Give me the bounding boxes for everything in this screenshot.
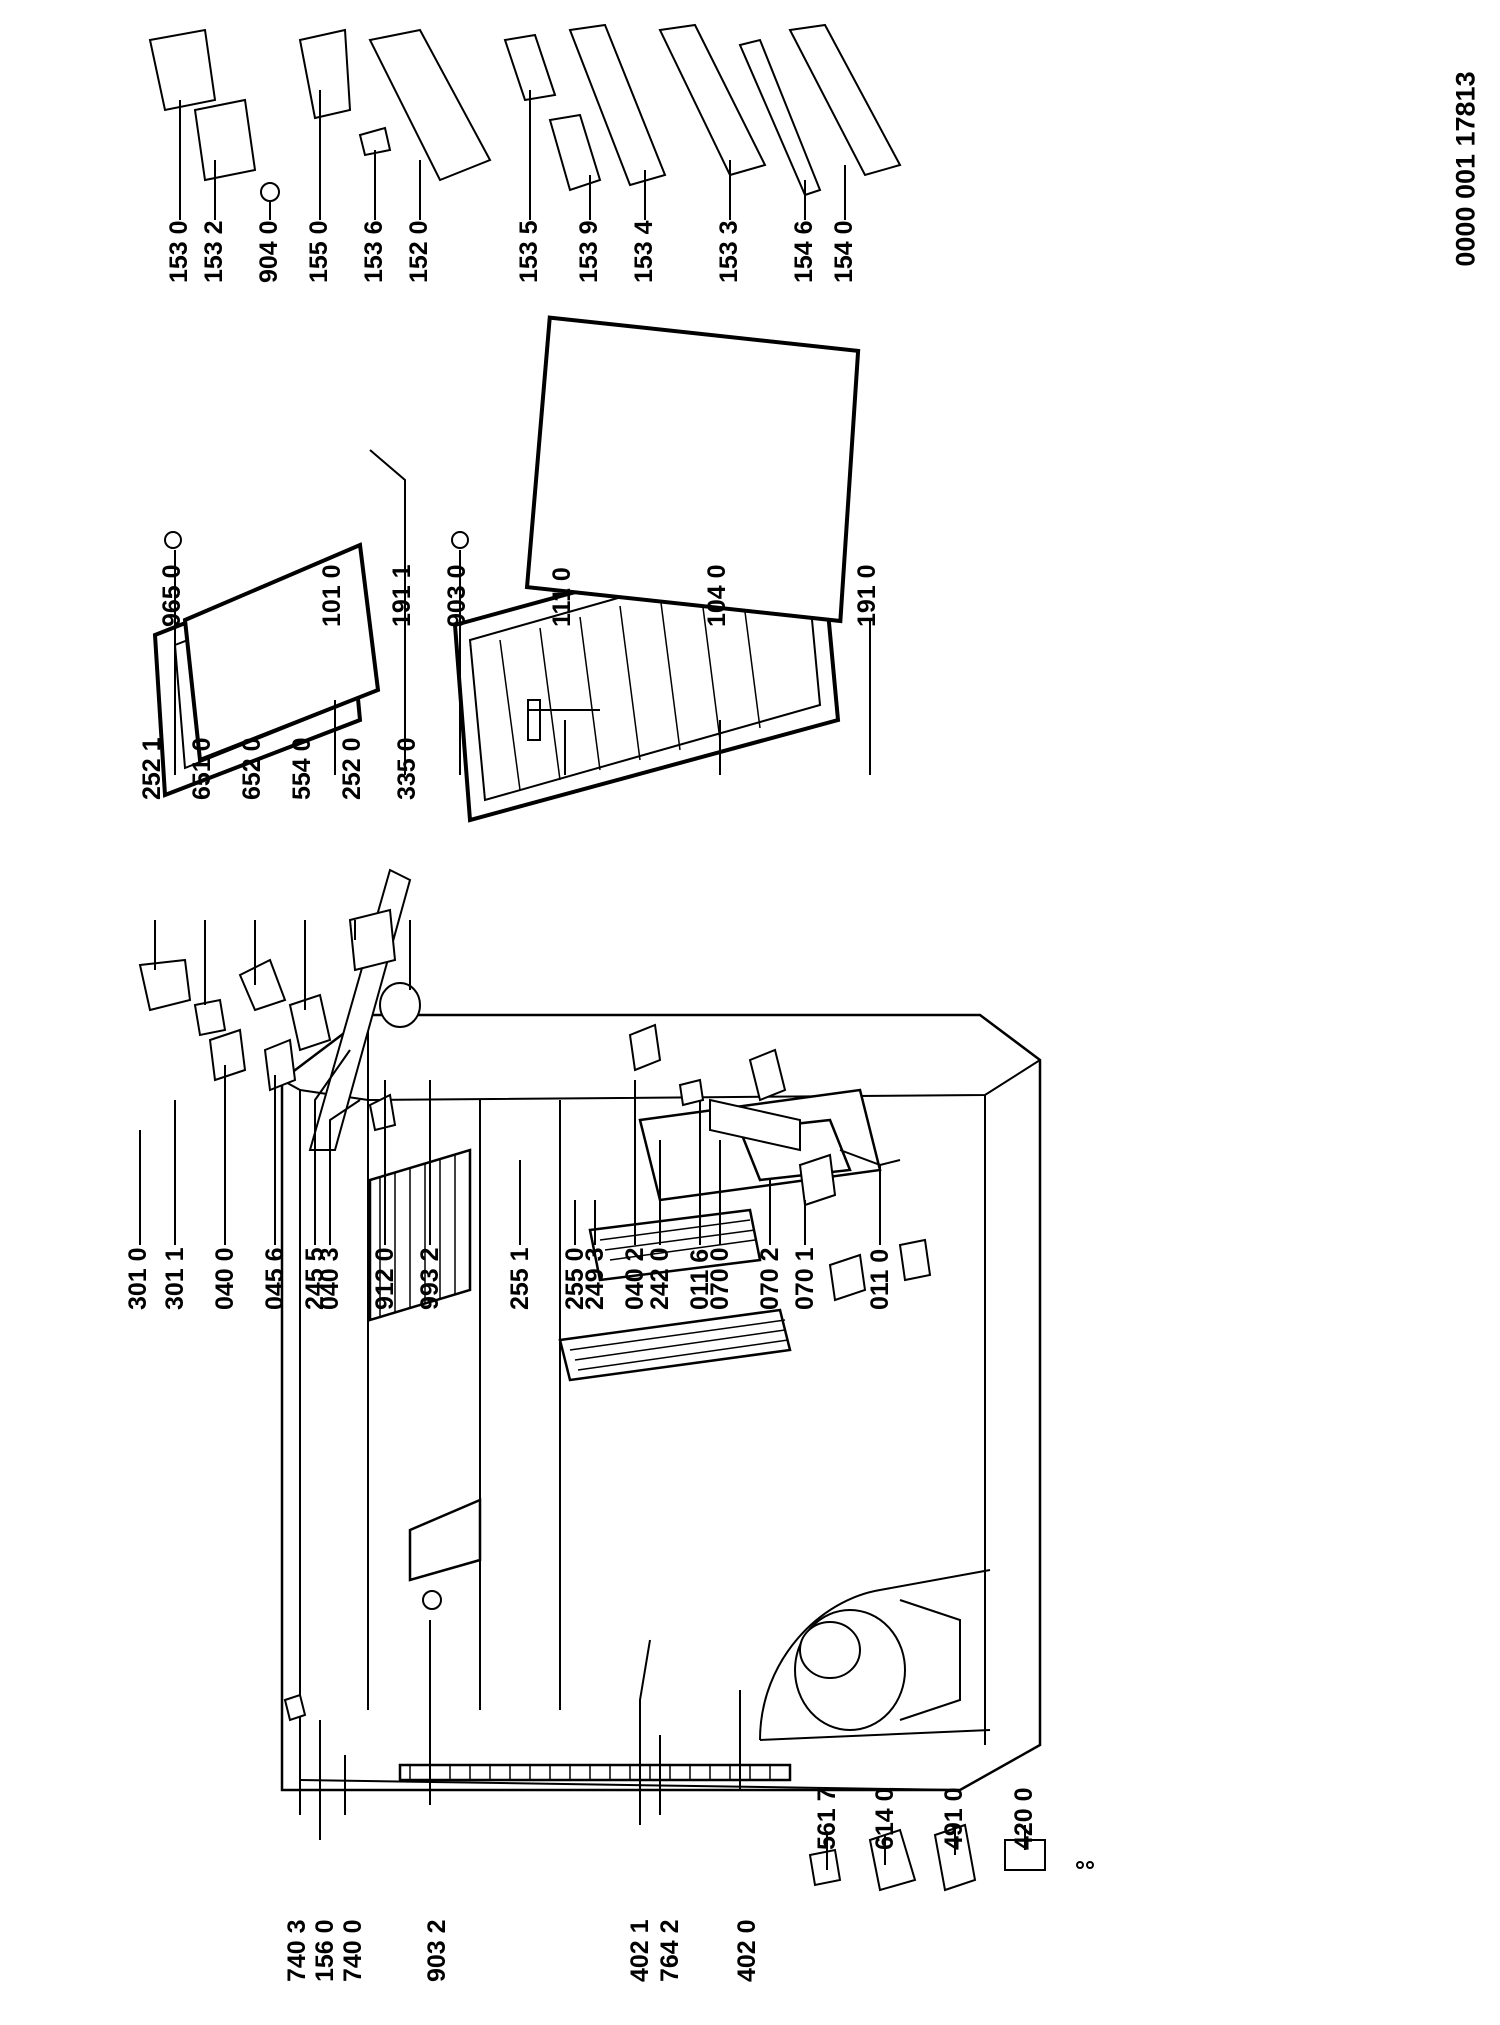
callout-903-2: 903 2 (423, 1919, 451, 1982)
callout-045-6: 045 6 (261, 1247, 289, 1310)
cabinet-drawing (280, 1013, 1042, 1792)
callout-101-0: 101 0 (318, 564, 346, 627)
door-bins-drawing (148, 23, 902, 202)
callout-153-4: 153 4 (630, 220, 658, 283)
callout-104-0: 104 0 (703, 564, 731, 627)
evaporator-grid (368, 1148, 482, 1582)
callout-153-6: 153 6 (360, 220, 388, 283)
callout-153-9: 153 9 (575, 220, 603, 283)
callout-040-0: 040 0 (211, 1247, 239, 1310)
callout-154-0: 154 0 (830, 220, 858, 283)
callout-301-1: 301 1 (161, 1247, 189, 1310)
callout-191-0: 191 0 (853, 564, 881, 627)
callout-561-7: 561 7 (813, 1787, 841, 1850)
callout-912-0: 912 0 (371, 1247, 399, 1310)
callout-040-3: 040 3 (316, 1247, 344, 1310)
callout-301-0: 301 0 (124, 1247, 152, 1310)
callout-252-0: 252 0 (338, 737, 366, 800)
callout-070-2: 070 2 (756, 1247, 784, 1310)
callout-965-0: 965 0 (158, 564, 186, 627)
callout-904-0: 904 0 (255, 220, 283, 283)
callout-335-0: 335 0 (393, 737, 421, 800)
callout-993-2: 993 2 (416, 1247, 444, 1310)
callout-249-3: 249 3 (581, 1247, 609, 1310)
callout-255-1: 255 1 (506, 1247, 534, 1310)
thermostat-parts (138, 868, 421, 1151)
callout-764-2: 764 2 (656, 1919, 684, 1982)
callout-152-0: 152 0 (405, 220, 433, 283)
callout-155-0: 155 0 (305, 220, 333, 283)
callout-153-5: 153 5 (515, 220, 543, 283)
callout-420-0: 420 0 (1010, 1787, 1038, 1850)
callout-554-0: 554 0 (288, 737, 316, 800)
callout-154-6: 154 6 (790, 220, 818, 283)
callout-153-2: 153 2 (200, 220, 228, 283)
callout-111-0: 111 0 (548, 567, 576, 627)
callout-153-3: 153 3 (715, 220, 743, 283)
callout-614-0: 614 0 (871, 1787, 899, 1850)
callout-491-0: 491 0 (940, 1787, 968, 1850)
callout-070-0: 070 0 (706, 1247, 734, 1310)
freezer-door-drawing (152, 531, 381, 798)
callout-903-0: 903 0 (443, 564, 471, 627)
callout-740-3: 740 3 (283, 1919, 311, 1982)
callout-191-1: 191 1 (388, 564, 416, 627)
callout-040-2: 040 2 (621, 1247, 649, 1310)
callout-402-1: 402 1 (626, 1919, 654, 1982)
callout-011-0: 011 0 (866, 1248, 894, 1310)
callout-156-0: 156 0 (311, 1919, 339, 1982)
callout-070-1: 070 1 (791, 1247, 819, 1310)
callout-651-0: 651 0 (188, 737, 216, 800)
callout-153-0: 153 0 (165, 220, 193, 283)
callout-652-0: 652 0 (238, 737, 266, 800)
callout-252-1: 252 1 (138, 737, 166, 800)
callout-242-0: 242 0 (646, 1247, 674, 1310)
leader-lines (139, 90, 1026, 1870)
loose-parts (208, 1023, 1094, 1892)
callout-402-0: 402 0 (733, 1919, 761, 1982)
callout-740-0: 740 0 (339, 1919, 367, 1982)
fridge-door-drawing (451, 315, 861, 823)
